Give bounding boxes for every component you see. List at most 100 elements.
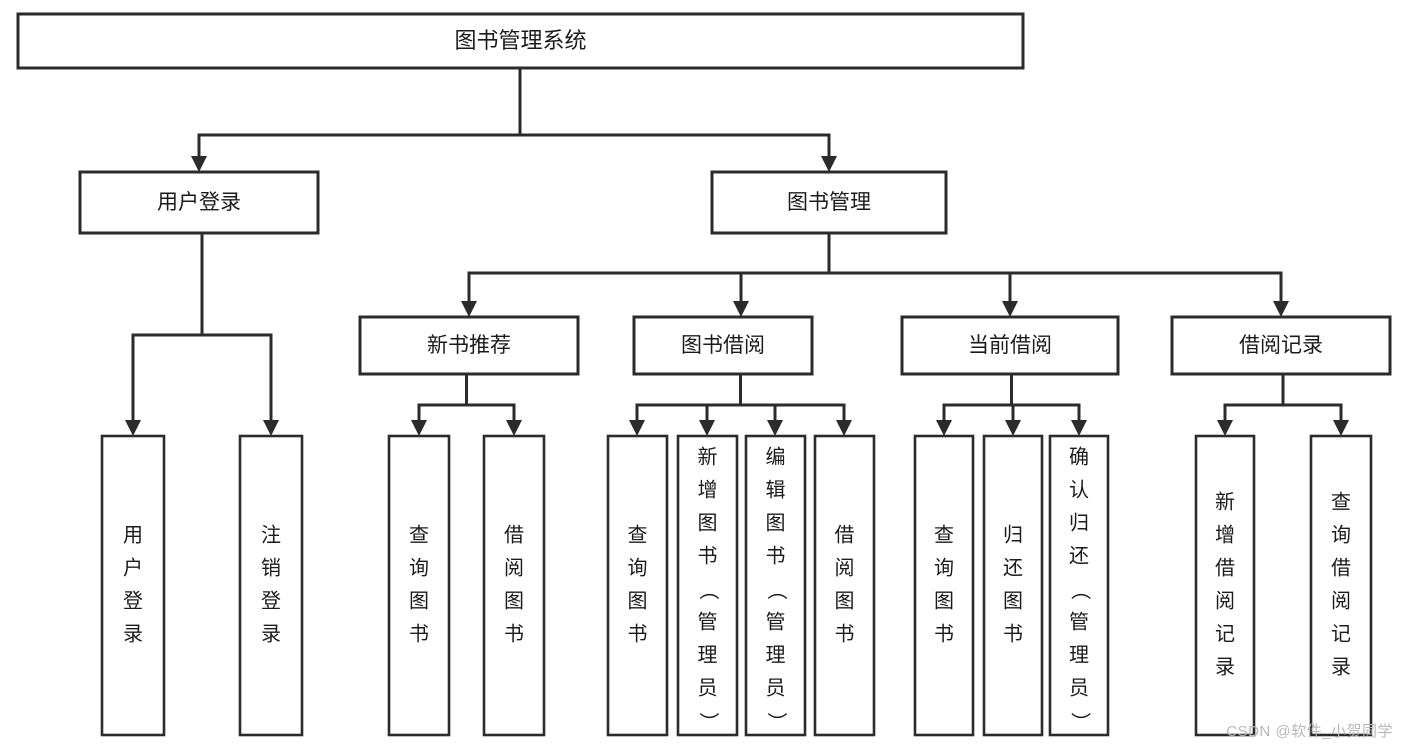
svg-text:查: 查: [1331, 490, 1351, 513]
connector-user-login-to-leaves: [125, 231, 279, 436]
svg-text:辑: 辑: [766, 478, 786, 501]
node-label-user-login: 用户登录: [157, 191, 241, 214]
node-box-leaf-add-borrow-record: [1194, 434, 1256, 737]
svg-text:确: 确: [1069, 445, 1089, 468]
node-leaf-user-login[interactable]: 用户登录: [100, 434, 166, 737]
node-book-manage[interactable]: 图书管理: [710, 170, 948, 235]
node-label-borrow-record: 借阅记录: [1239, 334, 1323, 357]
node-box-leaf-query-book-recommend: [387, 434, 451, 737]
connector-recommend-to-leaves: [411, 372, 522, 436]
node-box-new-book-recommend: [358, 315, 580, 376]
node-label-current-borrow: 当前借阅: [968, 334, 1052, 357]
node-label-leaf-user-login: 用户登录: [123, 524, 143, 645]
svg-text:借: 借: [504, 523, 524, 546]
svg-text:）: ）: [1069, 712, 1092, 732]
svg-text:理: 理: [698, 644, 718, 666]
svg-text:归: 归: [1069, 511, 1089, 534]
svg-text:阅: 阅: [504, 556, 524, 579]
node-box-leaf-query-book-current: [913, 434, 975, 737]
node-label-book-borrow: 图书借阅: [681, 334, 765, 357]
svg-text:理: 理: [1069, 644, 1089, 666]
svg-text:归: 归: [1003, 523, 1023, 546]
svg-text:还: 还: [1069, 544, 1089, 567]
node-box-leaf-borrow-book: [813, 434, 876, 737]
svg-text:管: 管: [698, 610, 718, 633]
svg-text:记: 记: [1331, 622, 1351, 645]
node-box-current-borrow: [900, 315, 1120, 376]
svg-text:（: （: [1069, 580, 1092, 600]
svg-text:）: ）: [697, 712, 720, 732]
node-box-leaf-confirm-return-admin: [1048, 434, 1110, 737]
svg-text:书: 书: [409, 622, 429, 645]
node-box-leaf-logout: [238, 434, 304, 737]
svg-text:询: 询: [628, 556, 648, 579]
node-book-borrow[interactable]: 图书借阅: [632, 315, 814, 376]
node-box-leaf-edit-book-admin: [744, 434, 807, 737]
svg-text:员: 员: [698, 677, 718, 699]
svg-text:新: 新: [1215, 490, 1235, 513]
svg-text:注: 注: [261, 523, 281, 546]
svg-text:户: 户: [123, 556, 143, 579]
node-box-leaf-borrow-book-recommend: [482, 434, 546, 737]
svg-text:图: 图: [1003, 590, 1023, 612]
svg-text:阅: 阅: [835, 556, 855, 579]
svg-text:认: 认: [1069, 478, 1089, 501]
node-box-leaf-query-book-borrow: [606, 434, 669, 737]
svg-text:（: （: [765, 580, 788, 600]
diagram-nodes-layer: 图书管理系统用户登录图书管理新书推荐图书借阅当前借阅借阅记录用户登录注销登录查询…: [16, 12, 1392, 737]
node-box-user-login: [78, 170, 320, 235]
node-box-leaf-add-book-admin: [676, 434, 739, 737]
node-box-book-manage: [710, 170, 948, 235]
node-user-login[interactable]: 用户登录: [78, 170, 320, 235]
svg-text:员: 员: [1069, 677, 1089, 699]
svg-text:阅: 阅: [1215, 589, 1235, 612]
node-new-book-recommend[interactable]: 新书推荐: [358, 315, 580, 376]
svg-text:书: 书: [628, 622, 648, 645]
svg-text:图: 图: [504, 590, 524, 612]
svg-text:用: 用: [123, 524, 143, 546]
node-root[interactable]: 图书管理系统: [16, 12, 1025, 70]
connector-root-to-level1: [191, 66, 837, 172]
svg-text:销: 销: [261, 556, 281, 579]
node-current-borrow[interactable]: 当前借阅: [900, 315, 1120, 376]
svg-text:还: 还: [1003, 556, 1023, 579]
svg-text:询: 询: [1331, 523, 1351, 546]
svg-text:登: 登: [123, 589, 143, 612]
svg-text:图: 图: [934, 590, 954, 612]
svg-text:借: 借: [1215, 556, 1235, 579]
node-box-leaf-return-book: [982, 434, 1044, 737]
svg-text:书: 书: [934, 622, 954, 645]
svg-text:录: 录: [261, 623, 281, 645]
svg-text:书: 书: [1003, 622, 1023, 645]
svg-text:书: 书: [504, 622, 524, 645]
connector-current-to-leaves: [936, 372, 1087, 436]
svg-text:图: 图: [698, 512, 718, 534]
connector-edges-layer: [125, 66, 1349, 436]
svg-text:员: 员: [766, 677, 786, 699]
svg-text:增: 增: [1215, 523, 1235, 546]
svg-text:增: 增: [698, 478, 718, 501]
node-borrow-record[interactable]: 借阅记录: [1170, 315, 1392, 376]
svg-text:理: 理: [766, 644, 786, 666]
svg-text:查: 查: [409, 523, 429, 546]
